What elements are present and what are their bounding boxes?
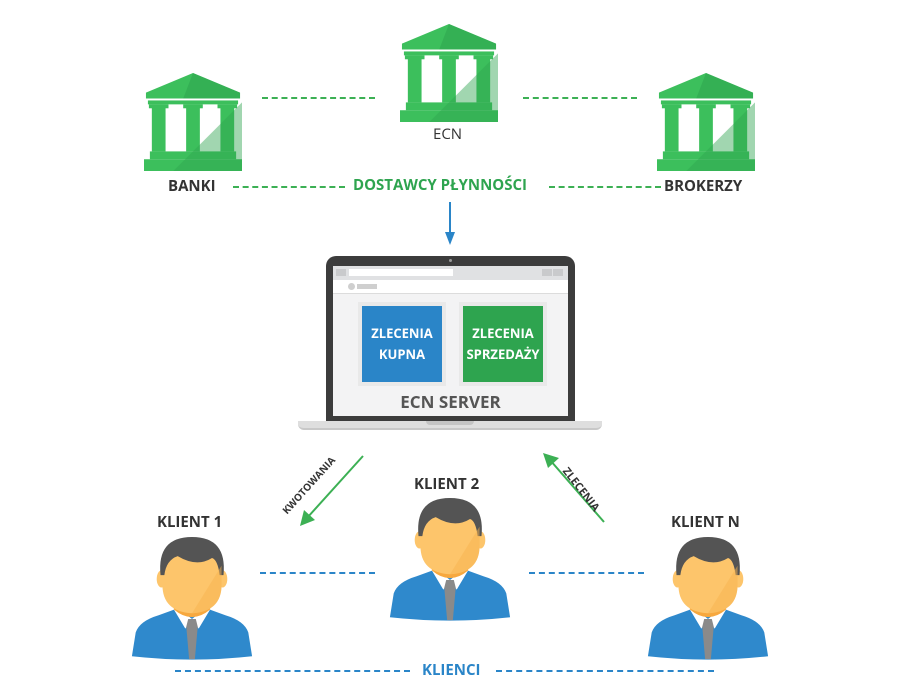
buy-orders-box: ZLECENIA KUPNA	[358, 302, 446, 386]
buy-orders-line-2: KUPNA	[378, 345, 426, 363]
client-2-avatar-icon	[388, 498, 512, 622]
client-n-avatar-icon	[646, 537, 770, 661]
brokers-label: BROKERZY	[664, 176, 743, 196]
connector-client2-clientn	[529, 572, 644, 574]
connector-ecn-brokers	[523, 97, 637, 99]
broker-building-icon	[655, 73, 757, 171]
tab-dot	[348, 283, 355, 290]
browser-toolbar	[333, 266, 568, 280]
browser-button	[542, 269, 552, 276]
banks-label: BANKI	[168, 176, 216, 196]
buy-orders-line-1: ZLECENIA	[371, 324, 433, 342]
sell-orders-box: ZLECENIA SPRZEDAŻY	[459, 302, 547, 386]
ecn-server-label: ECN SERVER	[400, 390, 501, 413]
connector-left-providers	[233, 186, 345, 188]
client-1-avatar-icon	[130, 537, 254, 661]
connector-right-clients	[496, 670, 714, 672]
ecn-label: ECN	[433, 124, 463, 144]
connector-banks-ecn	[262, 97, 375, 99]
client-2-label: KLIENT 2	[414, 474, 480, 494]
client-1-label: KLIENT 1	[157, 512, 223, 532]
browser-button	[336, 269, 346, 276]
connector-left-clients	[175, 670, 410, 672]
laptop-notch	[426, 421, 474, 425]
bank-building-icon	[142, 73, 244, 171]
tab-text	[357, 284, 377, 289]
connector-client1-client2	[260, 572, 375, 574]
browser-button	[553, 269, 563, 276]
browser-tabbar	[333, 280, 568, 294]
laptop-base	[298, 421, 602, 430]
camera-dot	[449, 259, 452, 262]
liquidity-providers-label: DOSTAWCY PŁYNNOŚCI	[353, 175, 528, 195]
connector-right-providers	[549, 186, 661, 188]
quotes-arrow-icon	[300, 455, 364, 526]
clients-group-label: KLIENCI	[422, 660, 481, 680]
arrow-down-icon	[445, 202, 455, 245]
laptop-screen: ZLECENIA KUPNA ZLECENIA SPRZEDAŻY ECN SE…	[333, 266, 568, 416]
orders-arrow-icon	[543, 453, 605, 523]
laptop-icon: ZLECENIA KUPNA ZLECENIA SPRZEDAŻY ECN SE…	[326, 256, 575, 421]
ecn-building-icon	[398, 24, 500, 122]
address-bar	[349, 269, 453, 276]
sell-orders-line-1: ZLECENIA	[472, 324, 534, 342]
sell-orders-line-2: SPRZEDAŻY	[466, 345, 540, 363]
client-n-label: KLIENT N	[671, 512, 740, 532]
